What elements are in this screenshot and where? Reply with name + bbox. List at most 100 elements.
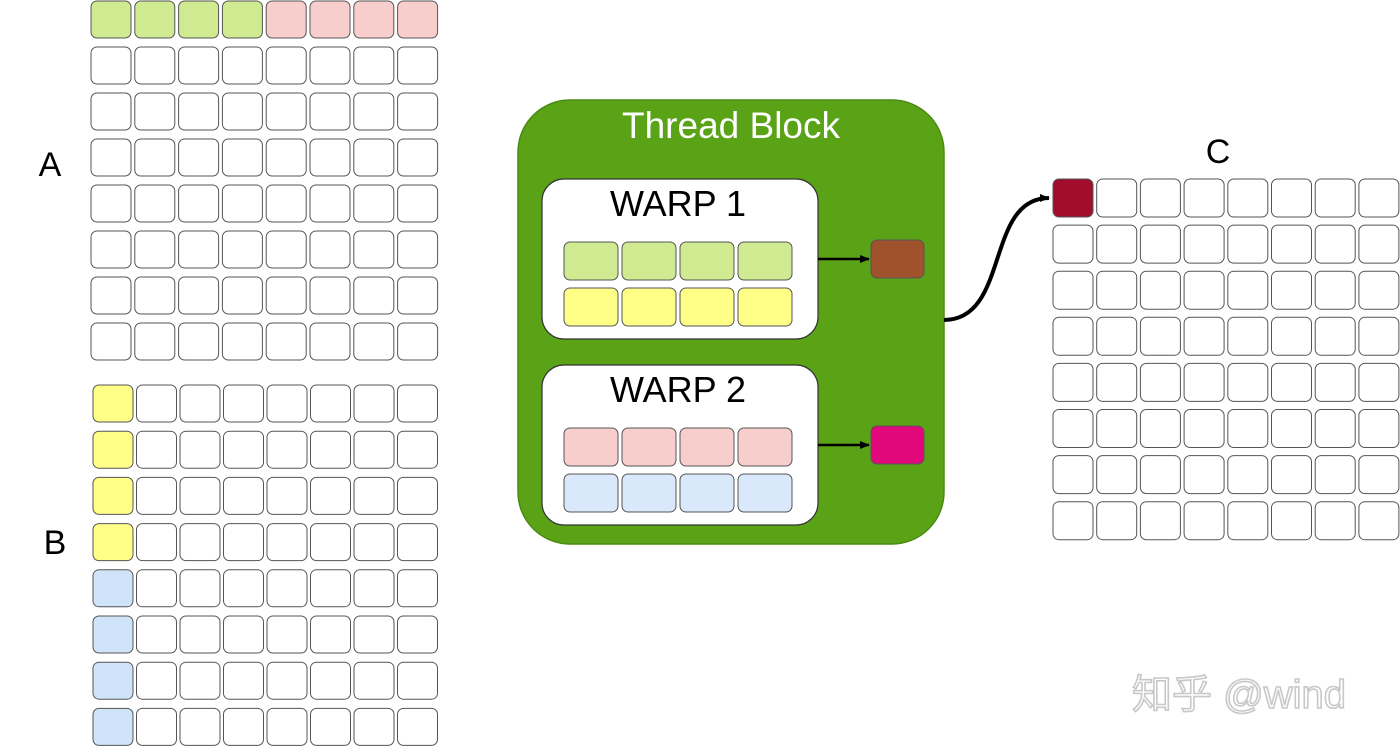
matrix-a-cell	[134, 92, 176, 131]
matrix-b-cell	[179, 523, 221, 562]
matrix-b-cell	[397, 569, 438, 608]
matrix-b-label: B	[44, 524, 67, 562]
matrix-b-cell	[310, 523, 351, 562]
matrix-a-cell	[309, 46, 351, 85]
matrix-b-cell	[136, 476, 177, 515]
warp-cell	[563, 287, 619, 327]
matrix-c-cell	[1052, 455, 1094, 495]
matrix-a-cell	[397, 184, 439, 223]
matrix-b-cell	[353, 661, 395, 700]
matrix-b-cell	[179, 615, 221, 654]
matrix-b-cell	[136, 430, 177, 469]
matrix-a	[90, 0, 439, 361]
matrix-a-cell	[353, 92, 395, 131]
matrix-a-cell	[353, 46, 395, 85]
matrix-a-cell	[309, 322, 351, 361]
matrix-b-cell	[223, 569, 264, 608]
warp-cell	[679, 287, 735, 327]
matrix-a-cell	[90, 138, 132, 177]
matrix-b-cell	[266, 569, 308, 608]
matrix-b-cell	[92, 661, 134, 700]
matrix-c-cell	[1139, 270, 1181, 310]
matrix-b-cell	[310, 569, 351, 608]
matrix-c-cell	[1271, 224, 1312, 264]
matrix-c-cell	[1183, 224, 1225, 264]
matrix-b-cell	[136, 661, 177, 700]
warp1-cells	[563, 241, 793, 327]
matrix-c-cell	[1271, 178, 1312, 218]
matrix-a-cell	[265, 0, 307, 39]
matrix-c-cell	[1096, 270, 1138, 310]
matrix-c-cell	[1139, 178, 1181, 218]
warp-cell	[679, 241, 735, 281]
warp-cell	[737, 427, 793, 467]
matrix-c-cell	[1227, 316, 1269, 356]
warp-cell	[621, 241, 677, 281]
matrix-b-cell	[92, 384, 134, 423]
matrix-c-cell	[1314, 409, 1356, 448]
matrix-c-cell	[1139, 316, 1181, 356]
matrix-b-cell	[397, 384, 438, 423]
matrix-c-cell	[1052, 224, 1094, 264]
matrix-c-label: C	[1206, 133, 1231, 171]
matrix-c-cell	[1139, 501, 1181, 541]
matrix-a-cell	[178, 276, 220, 315]
matrix-a-cell	[134, 0, 176, 39]
matrix-c-cell	[1227, 455, 1269, 495]
matrix-c-cell	[1183, 178, 1225, 218]
matrix-a-cell	[397, 276, 439, 315]
warp-cell	[737, 287, 793, 327]
matrix-a-cell	[90, 230, 132, 269]
matrix-c-cell	[1096, 316, 1138, 356]
matrix-a-cell	[353, 184, 395, 223]
matrix-c	[1052, 178, 1400, 541]
matrix-c-cell	[1183, 362, 1225, 402]
matrix-c-cell	[1052, 501, 1094, 541]
thread-block-title: Thread Block	[622, 105, 840, 146]
warp-cell	[563, 241, 619, 281]
matrix-c-cell	[1358, 178, 1400, 218]
matrix-b-cell	[92, 569, 134, 608]
matrix-c-cell	[1052, 409, 1094, 448]
matrix-b-cell	[179, 430, 221, 469]
warp1-label: WARP 1	[610, 183, 746, 224]
matrix-b	[92, 384, 438, 746]
matrix-b-cell	[223, 707, 264, 746]
matrix-c-cell	[1227, 409, 1269, 448]
matrix-c-cell	[1227, 362, 1269, 402]
matrix-a-cell	[353, 276, 395, 315]
matrix-c-cell	[1096, 501, 1138, 541]
matrix-a-cell	[178, 46, 220, 85]
matrix-c-cell	[1139, 409, 1181, 448]
warp-cell	[737, 241, 793, 281]
matrix-a-cell	[309, 276, 351, 315]
matrix-c-cell	[1314, 178, 1356, 218]
matrix-b-cell	[397, 476, 438, 515]
matrix-c-cell	[1096, 409, 1138, 448]
warp-cell	[679, 427, 735, 467]
matrix-b-cell	[223, 476, 264, 515]
matrix-c-cell	[1271, 316, 1312, 356]
matrix-b-cell	[92, 615, 134, 654]
warp-cell	[679, 473, 735, 513]
matrix-b-cell	[310, 615, 351, 654]
matrix-b-cell	[223, 661, 264, 700]
matrix-c-cell	[1358, 501, 1400, 541]
matrix-b-cell	[136, 615, 177, 654]
matrix-b-cell	[310, 707, 351, 746]
matrix-a-cell	[353, 138, 395, 177]
matrix-a-cell	[265, 138, 307, 177]
matrix-b-cell	[266, 615, 308, 654]
matrix-b-cell	[266, 707, 308, 746]
matrix-b-cell	[353, 615, 395, 654]
matrix-a-cell	[309, 184, 351, 223]
matrix-c-cell	[1271, 270, 1312, 310]
matrix-a-cell	[221, 138, 263, 177]
matrix-c-cell	[1052, 270, 1094, 310]
matrix-b-cell	[397, 661, 438, 700]
matrix-b-cell	[353, 430, 395, 469]
matrix-c-cell	[1139, 224, 1181, 264]
matrix-c-cell	[1358, 224, 1400, 264]
matrix-b-cell	[223, 384, 264, 423]
